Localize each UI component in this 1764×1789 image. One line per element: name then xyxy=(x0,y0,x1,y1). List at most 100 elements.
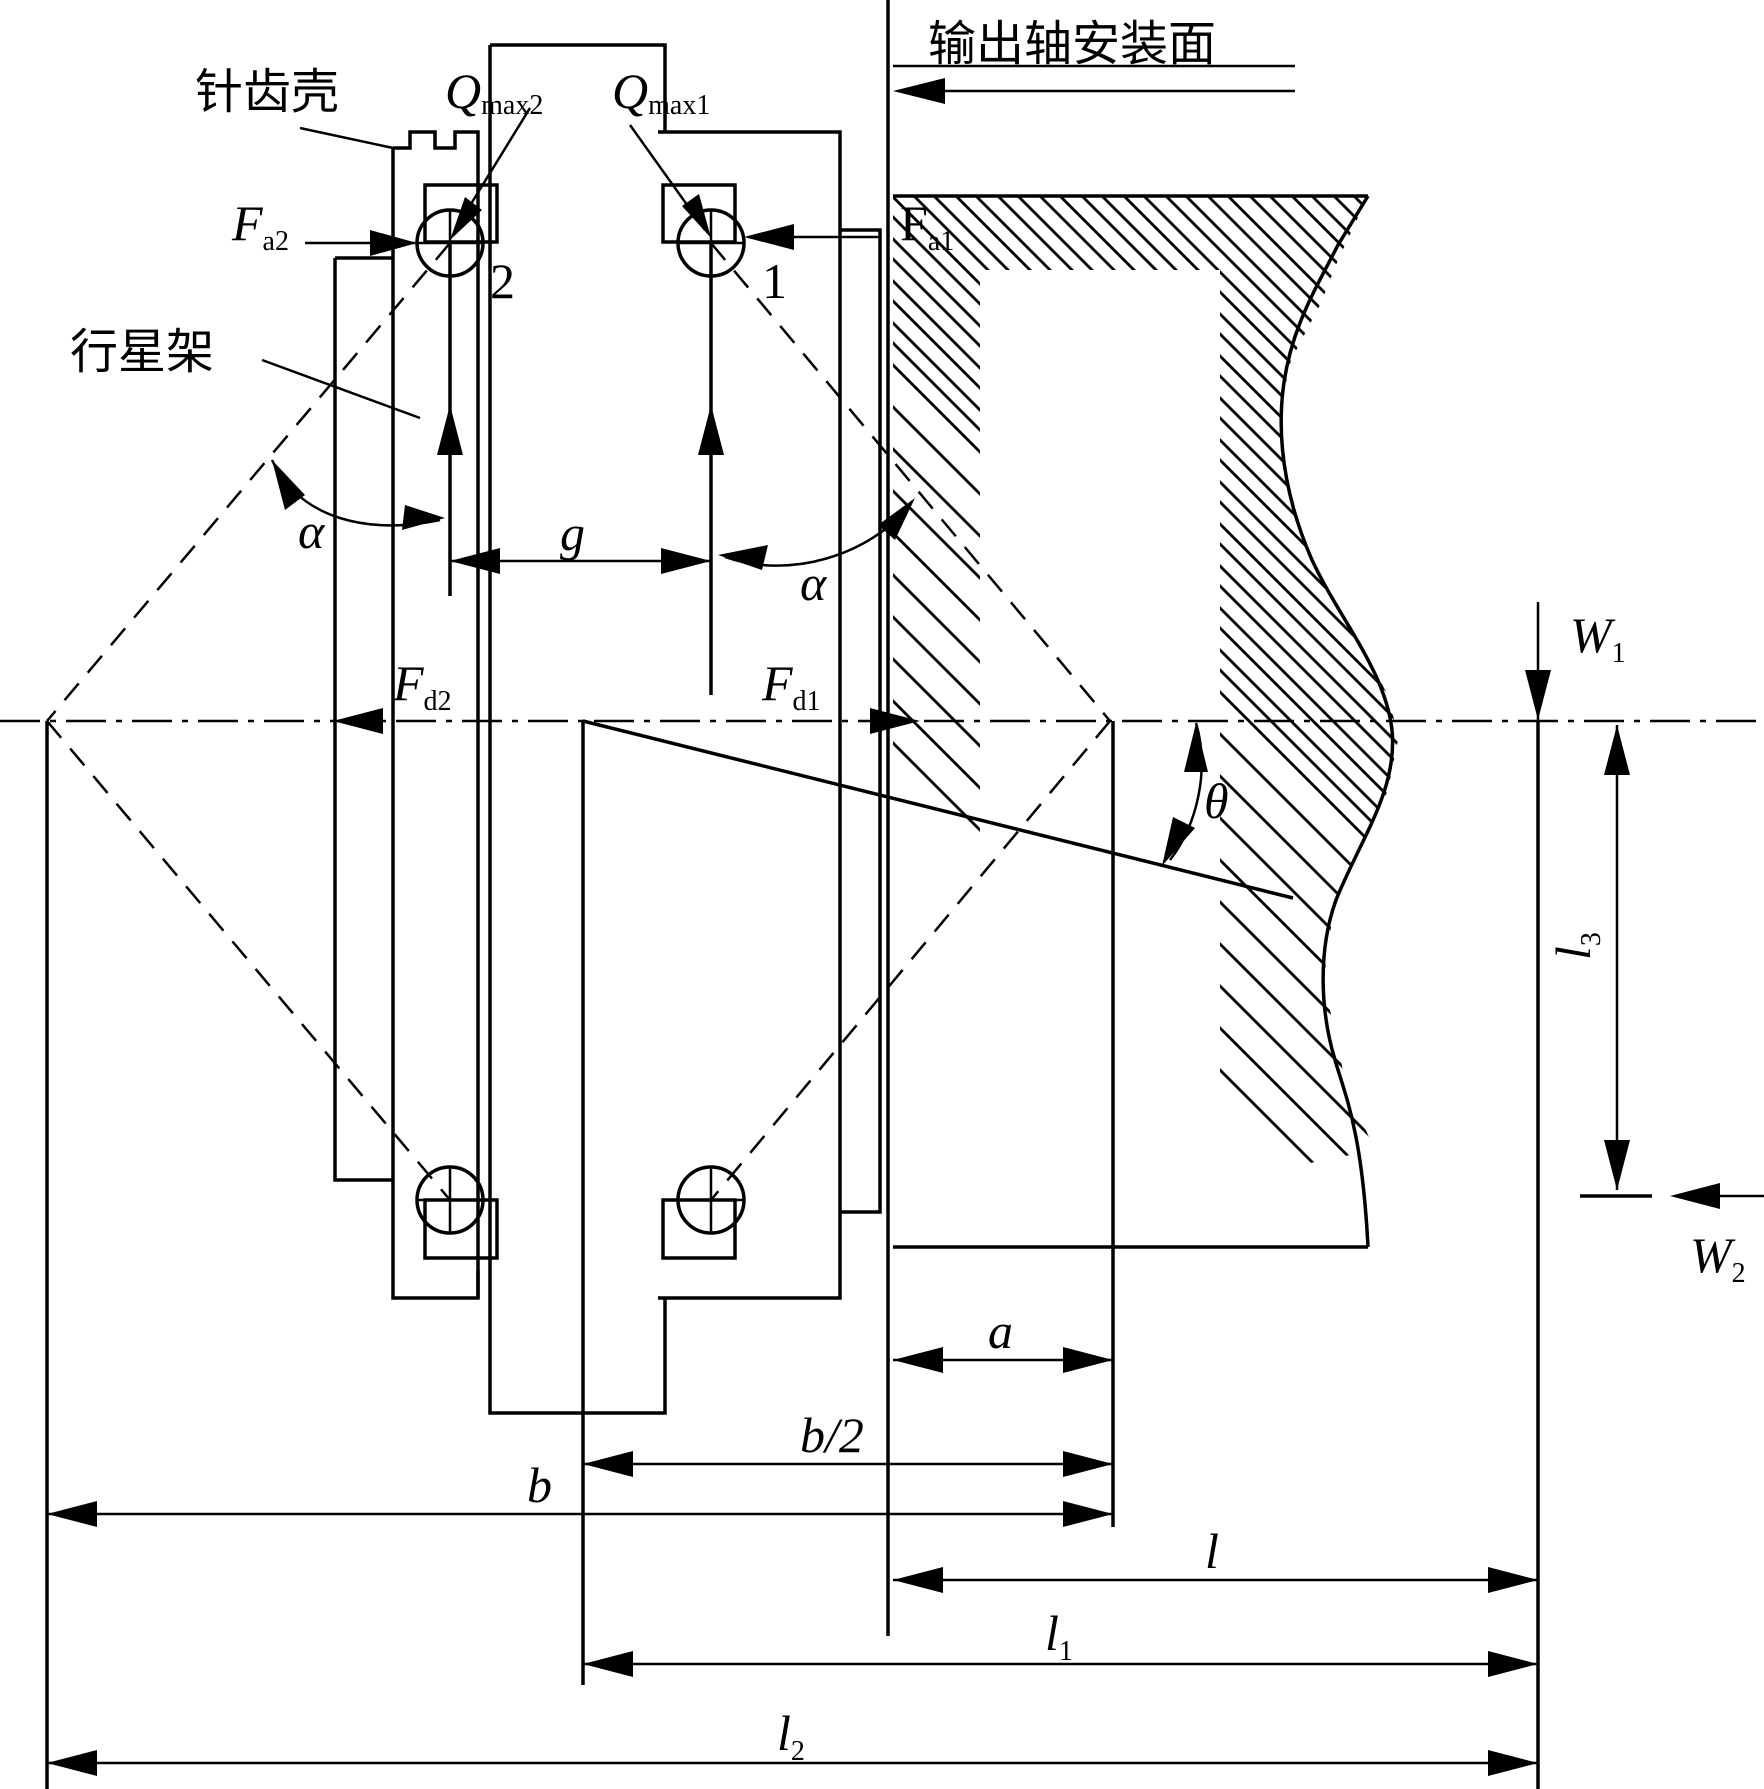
hatch-line xyxy=(1456,150,1764,1300)
extension-lines xyxy=(45,721,1540,1789)
b-label: b xyxy=(527,1457,552,1513)
l1-label: l1 xyxy=(1045,1605,1073,1667)
needle-housing xyxy=(391,43,842,1415)
hatch-line xyxy=(893,196,1398,1247)
fa2-label: Fa2 xyxy=(231,195,289,257)
fd1-main: F xyxy=(761,655,793,711)
qmax2-main: Q xyxy=(445,63,481,119)
fd2-label: Fd2 xyxy=(392,655,452,717)
b-half-label: b/2 xyxy=(800,1407,864,1463)
l3-sub: 3 xyxy=(1576,932,1607,946)
g-label: g xyxy=(560,505,585,561)
hatch-line xyxy=(1476,150,1764,1300)
hatch-line xyxy=(1434,150,1764,1300)
hatch-line xyxy=(893,196,1398,1247)
hatch-line xyxy=(893,196,1398,1247)
qmax2-arrow xyxy=(450,107,532,240)
output-shaft-body xyxy=(893,150,1764,1300)
w1-arrow xyxy=(1525,602,1551,721)
bearing-2-label: 2 xyxy=(490,253,515,309)
b-half-dimension xyxy=(583,1451,1113,1477)
planet-carrier-leader xyxy=(261,358,421,420)
hatch-line xyxy=(1245,196,1398,1247)
qmax1-arrow xyxy=(628,124,711,238)
hatch-line xyxy=(893,196,1398,1247)
l2-label: l2 xyxy=(777,1705,805,1767)
w2-sub: 2 xyxy=(1732,1258,1746,1289)
fa1-arrow xyxy=(744,224,880,250)
fa2-main: F xyxy=(231,195,263,251)
hatch-line xyxy=(1203,196,1398,1247)
w1-main: W xyxy=(1570,607,1616,663)
fa2-arrow xyxy=(305,230,417,256)
hatch-line xyxy=(893,196,1398,1247)
a-dimension xyxy=(893,1347,1113,1373)
hatch-line xyxy=(1540,150,1764,1300)
shaft-break-line xyxy=(1279,195,1395,1248)
hatch-line xyxy=(1097,196,1398,1247)
qmax1-sub: max1 xyxy=(648,90,710,121)
hatch-line xyxy=(1329,196,1398,1247)
w2-main: W xyxy=(1690,1227,1736,1283)
alpha-right-arc xyxy=(718,498,915,570)
l3-dimension xyxy=(1580,725,1652,1198)
fa1-sub: a1 xyxy=(928,226,954,257)
hatch-line xyxy=(1708,150,1764,1300)
hatch-line xyxy=(1666,150,1764,1300)
hatch-line xyxy=(1518,150,1764,1300)
hatch-line xyxy=(1307,196,1398,1247)
l-label: l xyxy=(1205,1523,1219,1579)
alpha-left-label: α xyxy=(298,503,326,559)
l3-main: l xyxy=(1545,946,1601,960)
alpha-right-label: α xyxy=(800,555,828,611)
planet-carrier-label: 行星架 xyxy=(70,324,214,380)
hatch-line xyxy=(1265,196,1398,1247)
fd2-arrow xyxy=(333,708,383,734)
mounting-face-arrowhead xyxy=(893,78,945,104)
theta-arc xyxy=(1162,722,1208,866)
alpha-left-arc xyxy=(270,459,445,530)
hatch-line xyxy=(1391,196,1398,1247)
g-dimension xyxy=(450,548,711,574)
l2-dimension xyxy=(47,1750,1538,1776)
l3-label: l3 xyxy=(1545,932,1607,960)
l2-sub: 2 xyxy=(791,1736,805,1767)
fd2-main: F xyxy=(392,655,424,711)
l2-main: l xyxy=(777,1705,791,1761)
hatch-line xyxy=(893,196,1398,1247)
qmax2-label: Qmax2 xyxy=(445,63,543,121)
w2-label: W2 xyxy=(1690,1227,1746,1289)
qmax1-label: Qmax1 xyxy=(612,63,710,121)
hatch-line xyxy=(1035,196,1398,1247)
hatch-line xyxy=(1750,150,1764,1300)
hatch-line xyxy=(1055,196,1398,1247)
hatch-line xyxy=(1371,196,1398,1247)
hatch-line xyxy=(1349,196,1398,1247)
needle-housing-leader xyxy=(299,126,394,150)
fd1-arrow xyxy=(870,708,920,734)
fa1-main: F xyxy=(900,195,928,251)
vertical-force-lines xyxy=(437,243,724,695)
hatch-line xyxy=(1582,150,1764,1300)
fa1-label: Fa1 xyxy=(900,195,954,257)
l1-dimension xyxy=(583,1651,1538,1677)
fd1-label: Fd1 xyxy=(761,655,821,717)
hatch-line xyxy=(893,196,1398,1247)
w1-sub: 1 xyxy=(1612,638,1626,669)
hatch-line xyxy=(1139,196,1398,1247)
shaft-inner-pocket xyxy=(980,270,1220,1120)
hatch-line xyxy=(893,196,1398,1247)
l-dimension xyxy=(893,1567,1538,1593)
theta-label: θ xyxy=(1204,773,1229,829)
hatch-line xyxy=(1223,196,1398,1247)
hatch-line xyxy=(893,196,1398,1247)
output-shaft-mount-label: 输出轴安装面 xyxy=(928,16,1216,72)
b-dimension xyxy=(47,1501,1113,1527)
w1-label: W1 xyxy=(1570,607,1626,669)
qmax2-sub: max2 xyxy=(481,90,543,121)
l1-sub: 1 xyxy=(1059,1636,1073,1667)
a-label: a xyxy=(988,1303,1013,1359)
bearing-1-label: 1 xyxy=(762,253,787,309)
